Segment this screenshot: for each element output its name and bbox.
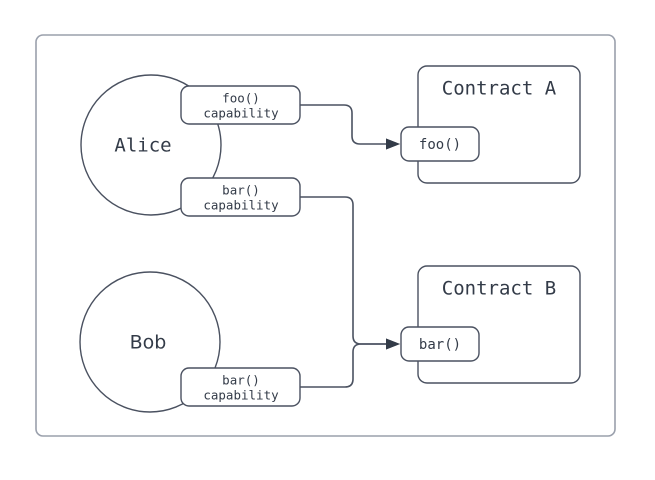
- connector-alice-foo-to-contract-a-foo: [299, 104, 400, 150]
- capability-alice-bar-line2: capability: [203, 198, 279, 213]
- outer-frame: [35, 34, 616, 437]
- capability-alice-foo-box[interactable]: [180, 85, 301, 125]
- actor-alice-label: Alice: [114, 135, 171, 157]
- connector-bob-bar-to-contract-b-bar: [299, 338, 400, 388]
- capability-alice-bar[interactable]: bar() capability: [180, 177, 301, 217]
- contract-b-title: Contract B: [442, 278, 556, 300]
- method-contract-b-bar[interactable]: bar(): [400, 326, 480, 362]
- capability-alice-bar-line1: bar(): [222, 183, 260, 198]
- actor-bob-label: Bob: [130, 332, 167, 354]
- capability-bob-bar[interactable]: bar() capability: [180, 367, 301, 407]
- method-contract-a-foo[interactable]: foo(): [400, 126, 480, 162]
- method-contract-a-foo-label: foo(): [419, 137, 461, 153]
- capability-bob-bar-line1: bar(): [222, 373, 260, 388]
- capability-alice-foo[interactable]: foo() capability: [180, 85, 301, 125]
- connector-alice-bar-to-contract-b-bar: [299, 196, 393, 345]
- method-contract-b-bar-label: bar(): [419, 337, 461, 353]
- arrow-head-foo-top: [386, 138, 400, 150]
- contract-a-title: Contract A: [442, 78, 557, 100]
- capability-alice-foo-line1: foo(): [222, 91, 260, 106]
- capability-alice-foo-line2: capability: [203, 106, 279, 121]
- capability-bob-bar-box[interactable]: [180, 367, 301, 407]
- arrow-head-bar-top: [386, 338, 400, 350]
- capability-bob-bar-line2: capability: [203, 388, 279, 403]
- method-contract-b-bar-box[interactable]: [400, 326, 480, 362]
- capability-alice-bar-box[interactable]: [180, 177, 301, 217]
- method-contract-a-foo-box[interactable]: [400, 126, 480, 162]
